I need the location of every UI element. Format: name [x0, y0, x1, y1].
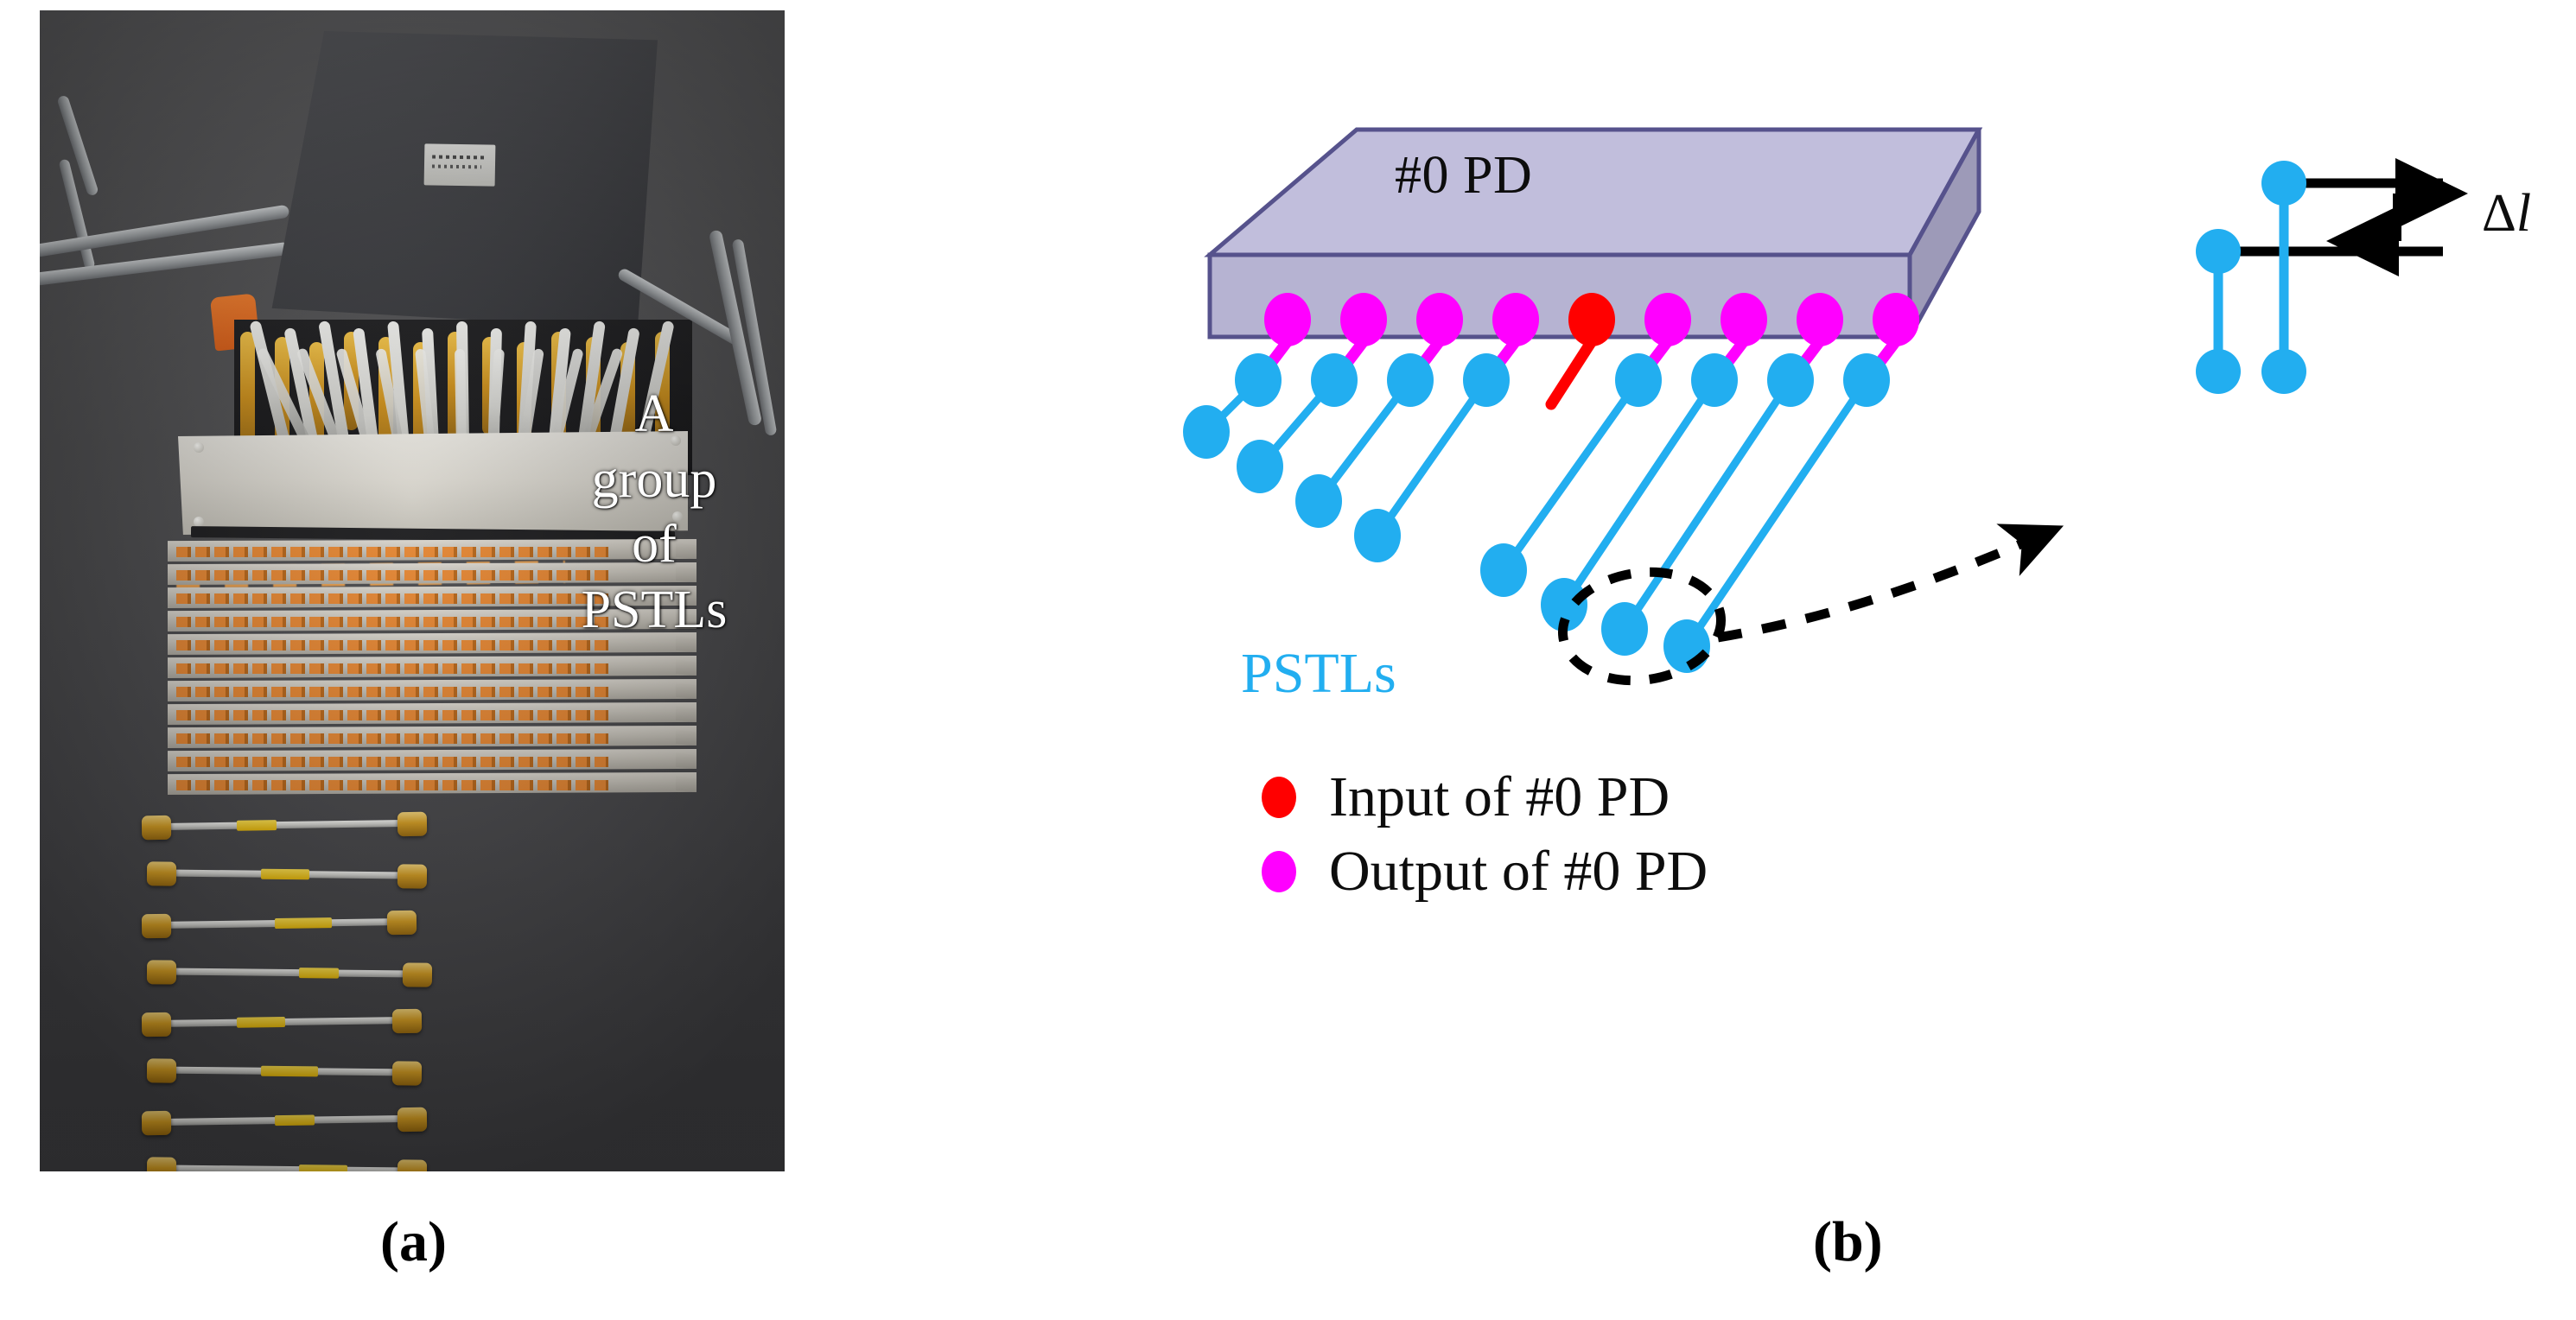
stack-plate	[168, 539, 696, 562]
pd-port-dots	[1264, 293, 1919, 346]
plate-edge	[676, 543, 696, 560]
plate-pin-row	[176, 617, 608, 627]
plate-pin-row	[176, 593, 608, 604]
gold-pin-column	[240, 332, 255, 461]
inset-dot	[2261, 161, 2306, 206]
input-port-dot	[1568, 293, 1615, 346]
stack-plate	[168, 656, 696, 678]
plate-edge	[676, 729, 696, 746]
stack-plate	[168, 562, 696, 585]
stack-plate	[168, 609, 696, 631]
caption-b: (b)	[1813, 1210, 1883, 1273]
pd-block-label: #0 PD	[1395, 146, 1533, 205]
overlay-line: of	[632, 515, 677, 574]
stack-plate	[168, 726, 696, 748]
plate-pin-row	[176, 547, 608, 557]
plate-edge	[676, 752, 696, 770]
caption-a: (a)	[380, 1210, 447, 1273]
stack-plate	[168, 679, 696, 701]
plate-edge	[676, 776, 696, 793]
schematic-svg	[1183, 127, 2468, 686]
legend-input-marker-icon	[1262, 777, 1296, 818]
legend-row-input: Input of #0 PD	[1262, 760, 1708, 835]
output-port-dot	[1797, 293, 1843, 346]
plate-edge	[676, 682, 696, 700]
screw	[194, 517, 204, 527]
plate-pin-row	[176, 757, 608, 767]
output-port-dot	[1644, 293, 1691, 346]
output-port-dot	[1340, 293, 1387, 346]
legend-output-label: Output of #0 PD	[1329, 840, 1708, 903]
pstl-lower-dots	[1183, 405, 1710, 673]
plate-pin-row	[176, 663, 608, 674]
plate-pin-row	[176, 710, 608, 720]
plate-edge	[676, 706, 696, 723]
photograph-image: /*populated below*/ A group of	[40, 10, 785, 1171]
delta-l-variable: l	[2516, 184, 2532, 243]
callout-ellipse	[1557, 567, 1727, 686]
panel-a-photograph: /*populated below*/ A group of	[40, 10, 785, 1171]
plate-pin-row	[176, 687, 608, 697]
pstl-upper-dots	[1235, 353, 1890, 407]
screw	[194, 442, 204, 453]
legend-input-label: Input of #0 PD	[1329, 765, 1670, 828]
aluminium-faceplate	[178, 431, 688, 535]
plate-pin-row	[176, 570, 608, 581]
output-port-dot	[1492, 293, 1539, 346]
stack-plate	[168, 749, 696, 771]
inset-dot	[2196, 349, 2241, 394]
overlay-line: A	[634, 384, 674, 443]
legend-row-output: Output of #0 PD	[1262, 835, 1708, 909]
overlay-line: PSTLs	[581, 580, 728, 639]
pstls-label: PSTLs	[1241, 642, 1396, 705]
delta-l-label: Δl	[2482, 184, 2532, 243]
output-port-dot	[1721, 293, 1767, 346]
inset-dot	[2196, 229, 2241, 274]
stack-plate	[168, 632, 696, 655]
plate-edge	[676, 636, 696, 653]
output-port-dot	[1873, 293, 1919, 346]
plate-edge	[676, 589, 696, 606]
pd-block-top-face	[1204, 127, 1983, 257]
inset-dot	[2261, 349, 2306, 394]
plate-pin-row	[176, 733, 608, 744]
plate-edge	[676, 612, 696, 630]
callout-arrow	[1717, 524, 2064, 643]
output-port-dot	[1264, 293, 1311, 346]
photo-overlay-text: A group of PSTLs	[555, 382, 754, 644]
legend: Input of #0 PD Output of #0 PD	[1262, 760, 1708, 909]
output-port-dot	[1416, 293, 1463, 346]
stack-plate	[168, 586, 696, 608]
screw	[672, 511, 683, 522]
inset-detail	[2196, 158, 2468, 394]
stack-plate	[168, 702, 696, 725]
overlay-line: group	[591, 449, 717, 509]
legend-output-marker-icon	[1262, 851, 1296, 892]
stacked-plate-assembly	[168, 539, 703, 807]
stack-plate	[168, 772, 696, 795]
panel-b-schematic	[1158, 0, 2576, 1175]
plate-pin-row	[176, 780, 608, 790]
photo-vignette	[40, 10, 785, 1171]
screw	[671, 435, 681, 446]
plate-edge	[676, 566, 696, 583]
plate-pin-row	[176, 640, 608, 650]
plate-edge	[676, 659, 696, 676]
